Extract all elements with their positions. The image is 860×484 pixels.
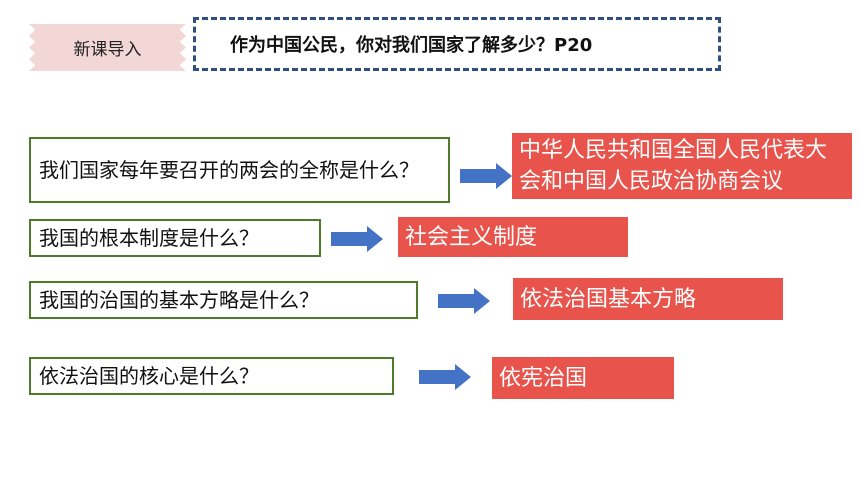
arrow-right-icon — [460, 163, 512, 189]
question-text: 我国的根本制度是什么？ — [39, 226, 259, 250]
section-tag: 新课导入 — [29, 24, 186, 71]
question-box-4: 依法治国的核心是什么？ — [29, 357, 394, 395]
answer-box-4: 依宪治国 — [492, 357, 674, 399]
question-box-3: 我国的治国的基本方略是什么？ — [29, 281, 418, 319]
question-text: 我们国家每年要召开的两会的全称是什么？ — [39, 158, 419, 182]
answer-text: 依宪治国 — [499, 365, 588, 391]
arrow-right-icon — [419, 364, 471, 390]
headline-box: 作为中国公民，你对我们国家了解多少？P20 — [193, 17, 721, 71]
question-text: 我国的治国的基本方略是什么？ — [39, 288, 319, 312]
answer-box-2: 社会主义制度 — [398, 217, 628, 257]
headline-text: 作为中国公民，你对我们国家了解多少？P20 — [230, 35, 593, 56]
arrow-right-icon — [331, 226, 383, 252]
answer-box-3: 依法治国基本方略 — [513, 278, 783, 320]
question-text: 依法治国的核心是什么？ — [39, 364, 259, 388]
question-box-2: 我国的根本制度是什么？ — [29, 219, 321, 257]
answer-text: 依法治国基本方略 — [520, 286, 697, 312]
question-box-1: 我们国家每年要召开的两会的全称是什么？ — [29, 137, 450, 203]
answer-text: 中华人民共和国全国人民代表大会和中国人民政治协商会议 — [519, 138, 828, 194]
answer-text: 社会主义制度 — [405, 224, 538, 250]
answer-box-1: 中华人民共和国全国人民代表大会和中国人民政治协商会议 — [512, 133, 852, 199]
section-tag-label: 新课导入 — [73, 40, 142, 60]
arrow-right-icon — [438, 288, 490, 314]
